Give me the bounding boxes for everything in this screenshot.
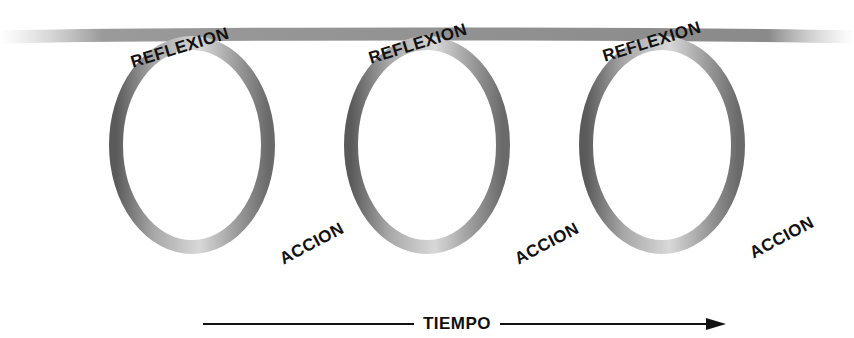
phase-label: ACCION	[276, 219, 347, 270]
axis-label: TIEMPO	[419, 314, 495, 334]
time-line	[203, 323, 414, 325]
time-line	[500, 323, 712, 325]
phase-label: ACCION	[511, 219, 582, 270]
time-arrowhead	[706, 318, 726, 330]
ribbon-loop	[586, 43, 738, 247]
ribbon-loop	[116, 43, 268, 247]
phase-label: ACCION	[746, 213, 817, 264]
ribbon-loop	[351, 43, 503, 247]
